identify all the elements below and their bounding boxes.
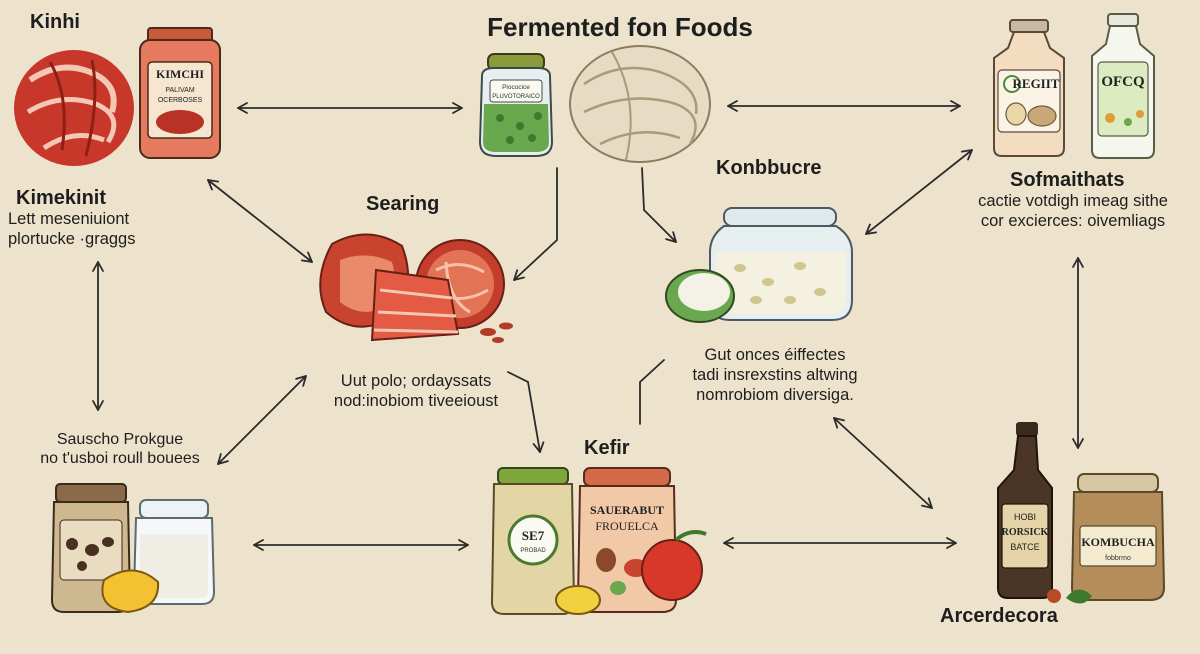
- kombucha-jar-label-1: KOMBUCHA: [1081, 535, 1155, 549]
- sauer-jar-label-2: FROUELCA: [595, 519, 659, 533]
- arrow-gut-to-arcerdecora: [833, 417, 933, 509]
- arrow-sauscho-to-uut: [217, 375, 307, 465]
- label-sofmaithats: Sofmaithats: [1010, 169, 1125, 191]
- gut-line-3: nomrobiom diversiga.: [696, 385, 854, 404]
- label-searing: Searing: [366, 193, 440, 215]
- arrow-bottles-to-kombucha: [865, 149, 973, 235]
- sauer-jar-label-1: SAUERABUT: [590, 503, 664, 517]
- bottle-right-icon: OFCQ: [1091, 13, 1155, 159]
- kimchi-jar-icon: KIMCHI PALIVAM OCERBOSES: [139, 27, 221, 159]
- searing-food-icon: [319, 233, 513, 343]
- label-kimchi: Kinhi: [30, 11, 80, 33]
- green-jar-icon: Piococice PLUVOTORAICO: [478, 53, 554, 157]
- uut-line-2: nod:inobiom tiveeioust: [333, 391, 499, 410]
- kimchi-jar-label-2: PALIVAM: [165, 87, 194, 94]
- cabbage-icon: [569, 45, 711, 163]
- soy-bottle-label-3: BATCE: [1010, 542, 1039, 552]
- diagram-title: Fermented fon Foods: [487, 12, 753, 42]
- bottle-left-icon: REGIIT: [993, 19, 1065, 157]
- kimekinit-description: Lett meseniuiont plortucke ·graggs: [0, 210, 158, 250]
- bottle-left-label: REGIIT: [1013, 76, 1060, 91]
- seed-jar-label-1: SE7: [522, 528, 545, 543]
- gut-line-2: tadi insrexstins altwing: [692, 365, 858, 384]
- label-kimekinit: Kimekinit: [16, 187, 107, 209]
- green-jar-label-2: PLUVOTORAICO: [492, 94, 540, 100]
- kombucha-jar-icon: [665, 207, 853, 323]
- label-kefir: Kefir: [584, 437, 630, 459]
- arrow-kimchi-to-searing: [207, 179, 313, 263]
- uut-line-1: Uut polo; ordayssats: [340, 372, 492, 390]
- gut-line-1: Gut onces éiffectes: [704, 346, 846, 364]
- seed-jar-label-2: PROBAD: [520, 548, 546, 554]
- kimekinit-line-1: Lett meseniuiont: [8, 210, 130, 228]
- soy-bottle-label-1: HOBI: [1014, 512, 1036, 522]
- arrows: [92, 100, 1084, 551]
- label-kombucha: Konbbucre: [716, 157, 822, 179]
- gut-description: Gut onces éiffectes tadi insrexstins alt…: [660, 346, 890, 405]
- uut-description: Uut polo; ordayssats nod:inobiom tiveeio…: [316, 372, 516, 412]
- arrow-gut-to-kefir: [639, 359, 665, 425]
- sauscho-line-1: Sauscho Prokgue: [56, 431, 184, 448]
- fermented-jars-left-icon: [50, 483, 216, 614]
- arrow-uut-to-kefir: [507, 371, 545, 453]
- sauscho-line-2: no t'usboi roull bouees: [40, 450, 200, 468]
- kimchi-jar-label-1: KIMCHI: [156, 67, 204, 81]
- arrow-center-to-searing: [513, 167, 558, 281]
- kimchi-jar-label-3: OCERBOSES: [158, 97, 203, 104]
- sofmaithats-description: cactie votdigh imeag sithe cor excierces…: [968, 192, 1178, 232]
- sauscho-description: Sauscho Prokgue no t'usboi roull bouees: [20, 430, 220, 468]
- green-jar-label-1: Piococice: [502, 84, 530, 91]
- bottle-right-label: OFCQ: [1101, 74, 1145, 90]
- sofmaithats-line-1: cactie votdigh imeag sithe: [978, 192, 1168, 210]
- soy-bottle-icon: HOBI RORSICK BATCE: [997, 422, 1053, 599]
- sofmaithats-line-2: cor excierces: oivemliags: [980, 211, 1166, 230]
- arrow-center-to-kombucha: [641, 167, 677, 243]
- label-arcerdecora: Arcerdecora: [940, 605, 1058, 627]
- kimchi-cabbage-icon: [14, 50, 134, 166]
- kombucha-jar-label-2: fobbrmo: [1105, 555, 1131, 562]
- kimekinit-line-2: plortucke ·graggs: [8, 229, 136, 248]
- kefir-jars-icon: SE7 PROBAD SAUERABUT FROUELCA: [490, 467, 707, 615]
- kombucha-bottom-jar-icon: KOMBUCHA fobbrmo: [1047, 473, 1166, 604]
- soy-bottle-label-2: RORSICK: [1002, 527, 1049, 538]
